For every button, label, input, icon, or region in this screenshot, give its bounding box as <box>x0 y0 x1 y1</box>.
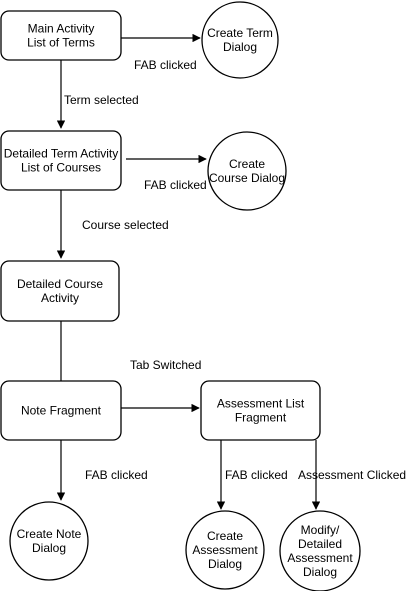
node-note-frag[interactable]: Note Fragment <box>0 380 122 441</box>
node-label: Activity <box>41 291 79 305</box>
node-label: Assessment List <box>217 397 305 411</box>
node-box <box>0 260 120 322</box>
node-label: Create Term <box>207 26 273 40</box>
node-box <box>0 130 122 191</box>
node-label: Assessment <box>287 551 353 565</box>
node-label: Course Dialog <box>209 171 285 185</box>
node-label: List of Courses <box>21 161 101 175</box>
node-label: Dialog <box>32 541 66 555</box>
edge-label: FAB clicked <box>225 468 288 482</box>
node-label: Assessment <box>192 543 258 557</box>
node-label: Create <box>207 529 243 543</box>
node-label: Detailed Course <box>17 277 103 291</box>
node-label: Create Note <box>17 527 82 541</box>
node-label: List of Terms <box>27 36 95 50</box>
node-label: Main Activity <box>28 22 95 36</box>
node-circle <box>185 510 265 590</box>
edge-label: FAB clicked <box>144 178 207 192</box>
node-circle <box>201 1 279 79</box>
node-label: Dialog <box>223 40 257 54</box>
edge-label: Term selected <box>64 93 139 107</box>
node-label: Detailed <box>298 537 342 551</box>
edge-label: Course selected <box>82 218 169 232</box>
node-circle <box>207 131 287 211</box>
node-box <box>0 380 122 441</box>
node-label: Note Fragment <box>21 404 102 418</box>
node-label: Create <box>229 157 265 171</box>
node-label: Dialog <box>303 565 337 579</box>
edge-label: FAB clicked <box>134 58 197 72</box>
node-circle <box>279 510 361 591</box>
node-box <box>200 380 321 441</box>
edge-label: Tab Switched <box>130 358 201 372</box>
node-label: Fragment <box>235 411 287 425</box>
node-label: Dialog <box>208 557 242 571</box>
node-circle <box>9 501 89 581</box>
node-box <box>0 10 122 61</box>
node-label: Modify/ <box>301 523 340 537</box>
node-label: Detailed Term Activity <box>4 147 119 161</box>
edge-label: FAB clicked <box>85 468 148 482</box>
edge-label: Assessment Clicked <box>298 468 406 482</box>
